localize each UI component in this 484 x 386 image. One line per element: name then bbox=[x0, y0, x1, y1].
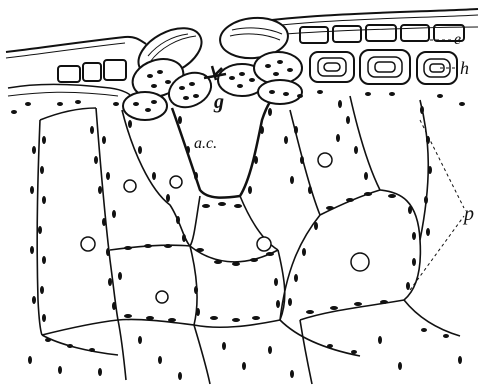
label-e: e bbox=[454, 31, 461, 48]
label-h: h bbox=[460, 58, 469, 78]
chloroplasts bbox=[11, 60, 465, 380]
label-p: p bbox=[462, 203, 474, 225]
mesophyll-cell-walls bbox=[37, 96, 460, 384]
label-ac: a.c. bbox=[194, 135, 217, 152]
epidermis-cells-left bbox=[8, 60, 130, 96]
label-g: g bbox=[213, 91, 224, 113]
hypoderm-cells bbox=[310, 50, 457, 84]
nuclei bbox=[81, 153, 369, 303]
